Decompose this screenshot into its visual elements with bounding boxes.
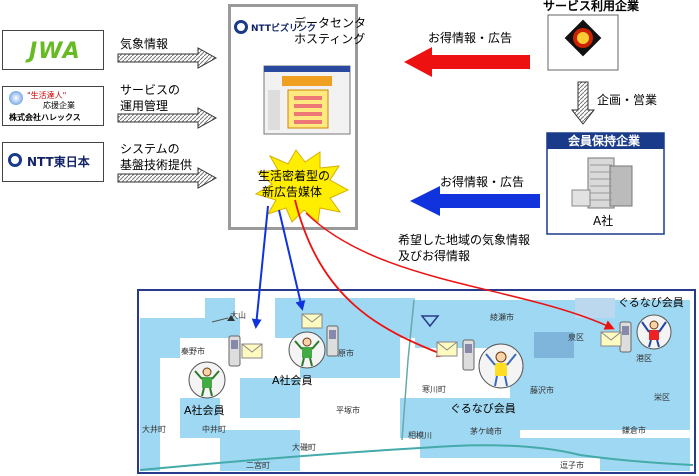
member-label-a2: A社会員 — [272, 374, 313, 387]
ntt-loop-icon — [8, 153, 22, 167]
halex-logo-line3: 株式会社ハレックス — [9, 113, 81, 122]
member-figure-g1 — [478, 343, 524, 389]
map-label-oi: 大井町 — [142, 425, 166, 434]
map-label-hadano: 秦野市 — [181, 347, 205, 356]
website-screenshot — [263, 65, 351, 135]
envelope-icon-2 — [301, 313, 323, 329]
map-label-izumi: 泉区 — [568, 333, 584, 342]
burst-text-1: 生活密着型の — [258, 169, 331, 183]
member-company-box — [546, 132, 665, 235]
delivery-label-2: 及びお得情報 — [398, 249, 471, 263]
jwa-label: 気象情報 — [120, 37, 169, 51]
mobile-phone-4 — [619, 321, 632, 353]
halex-logo-line2: 応援企業 — [43, 101, 75, 110]
envelope-icon-4 — [600, 331, 622, 347]
halex-logo-line1: "生活達人" — [27, 91, 67, 100]
envelope-icon-1 — [241, 343, 263, 359]
burst-text-2: 新広告媒体 — [262, 185, 323, 199]
ntt-label-1: システムの — [120, 142, 180, 156]
member-company-name: A社 — [593, 214, 614, 228]
halex-label-1: サービスの — [120, 83, 181, 97]
jwa-arrow — [117, 47, 218, 69]
map-label-chigasaki: 茅ケ崎市 — [470, 427, 502, 436]
mobile-phone-3 — [462, 339, 475, 371]
service-ad-arrow — [404, 47, 530, 77]
mobile-phone-1 — [228, 335, 241, 367]
member-figure-g2 — [636, 314, 672, 350]
datacenter-title-2: ホスティング — [294, 32, 366, 46]
planning-label: 企画・営業 — [597, 93, 658, 107]
service-company-logo — [547, 14, 619, 71]
map-label-samukawa: 寒川町 — [422, 385, 446, 394]
member-company-title: 会員保持企業 — [568, 134, 641, 148]
jwa-logo-text: JWA — [29, 39, 81, 64]
member-figure-a1 — [188, 361, 226, 399]
map-label-hara: 原市 — [338, 349, 354, 358]
planning-arrow — [570, 81, 596, 125]
service-arrow-label: お得情報・広告 — [428, 31, 513, 45]
ntt-arrow — [117, 167, 218, 189]
member-label-g2: ぐるなび会員 — [618, 296, 684, 309]
ntt-east-logo-text: NTT東日本 — [27, 155, 90, 169]
map-label-sagamigawa: 相模川 — [408, 431, 432, 440]
map-label-nakai: 中井町 — [202, 425, 226, 434]
delivery-label-1: 希望した地域の気象情報 — [398, 233, 531, 247]
halex-arrow — [117, 107, 218, 129]
red-curve-1 — [294, 199, 447, 358]
map-label-zushi: 逗子市 — [560, 461, 584, 470]
bizlink-icon — [234, 20, 248, 34]
map-label-oyama: 大山 — [230, 311, 246, 320]
halex-label-2: 運用管理 — [120, 99, 169, 113]
member-label-g1: ぐるなび会員 — [450, 402, 516, 415]
regional-map — [137, 289, 696, 474]
ad-media-burst — [254, 149, 350, 223]
map-label-kamakura: 鎌倉市 — [622, 426, 646, 435]
member-ad-arrow — [410, 186, 540, 216]
map-label-hiratsuka: 平塚市 — [336, 406, 360, 415]
map-label-sakae: 栄区 — [654, 393, 670, 402]
ntt-east-logo: NTT東日本 — [2, 142, 104, 182]
halex-logo: "生活達人" 応援企業 株式会社ハレックス — [2, 86, 104, 126]
blue-arrow-2 — [278, 209, 306, 311]
member-figure-a2 — [288, 331, 326, 369]
service-company-title: サービス利用企業 — [543, 0, 640, 13]
mobile-phone-2 — [326, 325, 339, 357]
map-label-fujisawa: 藤沢市 — [530, 386, 554, 395]
map-label-ayase: 綾瀬市 — [490, 313, 514, 322]
blue-arrow-1 — [251, 205, 269, 329]
red-curve-2 — [305, 212, 615, 330]
map-label-oiso: 大磯町 — [292, 443, 316, 452]
ntt-label-2: 基盤技術提供 — [120, 158, 193, 172]
jwa-logo: JWA — [2, 30, 104, 70]
map-label-kounan: 港区 — [636, 354, 652, 363]
datacenter-title-1: データセンタ — [294, 16, 367, 30]
member-arrow-label: お得情報・広告 — [440, 175, 525, 189]
bizlink-logo: NTTビズリンク — [251, 24, 317, 34]
member-label-a1: A社会員 — [184, 404, 225, 417]
map-label-ninomiya: 二宮町 — [246, 461, 270, 470]
envelope-icon-3 — [436, 341, 458, 357]
